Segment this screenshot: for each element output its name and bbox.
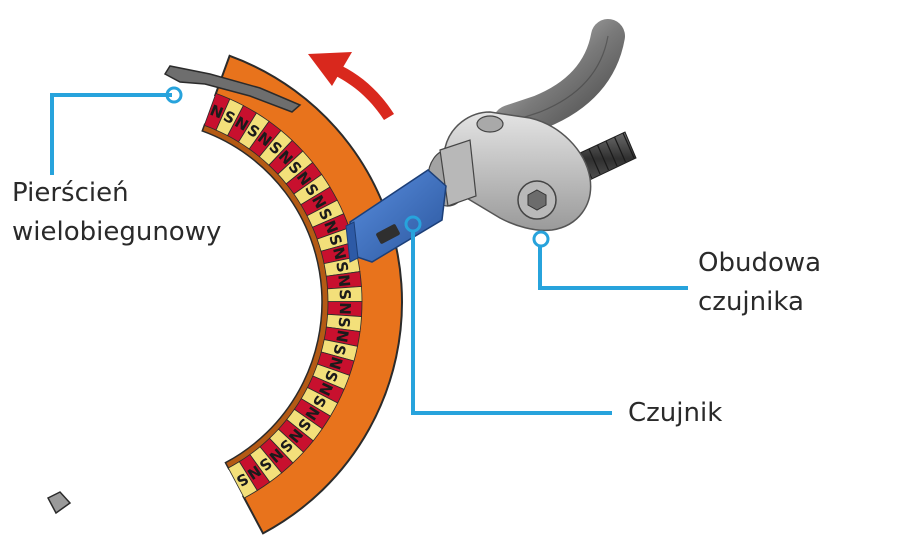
magnet-pole-letter: S (334, 316, 353, 329)
sensor-cable-outline (509, 35, 609, 123)
label-sensor: Czujnik (628, 394, 722, 433)
magnet-pole-letter: N (329, 245, 349, 261)
label-sensor-line1: Czujnik (628, 398, 723, 428)
magnet-pole-letter: S (332, 260, 352, 274)
bolt-thread (605, 140, 618, 167)
housing-top-screw (476, 115, 504, 133)
rotation-arrow-body (336, 66, 394, 120)
callout-line-sensor (411, 232, 612, 415)
ring-bottom-cap (46, 491, 72, 515)
sensor-assembly (345, 19, 637, 263)
rotation-arrow-head (308, 52, 352, 86)
sensor-head-face (345, 221, 359, 263)
label-sensor-housing-line1: Obudowa (698, 248, 822, 278)
hex-socket-icon (527, 189, 547, 211)
sensor-cable (493, 19, 625, 139)
ring-top-cap (163, 65, 302, 113)
label-multipole-ring-line2: wielobiegunowy (12, 217, 222, 247)
label-multipole-ring: Pierścień wielobiegunowy (12, 174, 221, 252)
magnet-segment (227, 461, 258, 499)
sensor-window (376, 224, 400, 244)
callout-marker-sensor (404, 215, 422, 233)
magnet-pole-letter: S (325, 232, 345, 248)
magnet-pole-letter: N (334, 274, 353, 288)
magnet-pole-letter: S (336, 289, 354, 300)
magnet-pole-letter: N (336, 302, 354, 315)
bolt-thread (622, 132, 635, 159)
bolt-thread (596, 144, 610, 171)
label-sensor-housing-line2: czujnika (698, 287, 804, 317)
callout-line-housing (538, 247, 688, 290)
callout-marker-ring (165, 86, 183, 104)
callout-line-ring (50, 93, 172, 175)
magnet-pole-letter: N (320, 218, 341, 236)
label-multipole-ring-line1: Pierścień (12, 178, 129, 208)
magnet-pole-letter: N (207, 101, 225, 122)
magnet-pole-letter: N (332, 328, 352, 343)
callout-marker-housing (532, 230, 550, 248)
label-sensor-housing: Obudowa czujnika (698, 244, 821, 322)
bolt-thread (588, 148, 601, 175)
rotation-arrow (308, 52, 394, 120)
magnet-pole-letter: N (325, 354, 346, 371)
callout-lines (50, 86, 688, 415)
bolt-thread (613, 136, 627, 163)
magnet-pole-letter: S (329, 342, 349, 357)
